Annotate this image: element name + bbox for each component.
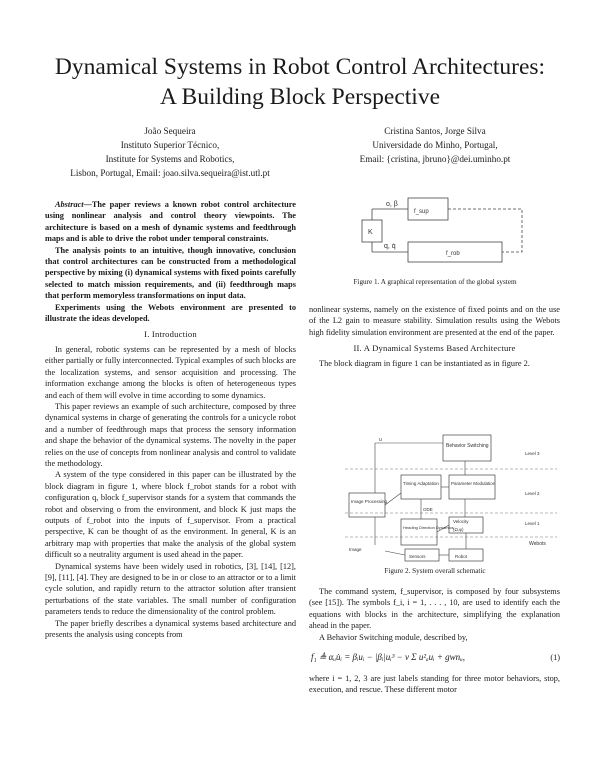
paper-title-line-2: A Building Block Perspective <box>159 84 440 110</box>
body-paragraph: The block diagram in figure 1 can be ins… <box>319 358 530 368</box>
body-paragraph: The paper briefly describes a dynamical … <box>45 618 296 640</box>
fig2-label-level1: Level 1 <box>525 521 540 526</box>
fig1-label-q: q, q̇ <box>384 243 396 250</box>
figure-1-diagram: o, β f_sup K q, q̇ f_rob <box>361 197 523 263</box>
image-processing-block <box>348 492 386 518</box>
right-column-lower: The command system, f_supervisor, is com… <box>309 586 560 696</box>
body-paragraph: nonlinear systems, namely on the existen… <box>309 305 560 337</box>
author-contact: Lisbon, Portugal, Email: joao.silva.sequ… <box>70 168 270 178</box>
body-paragraph: Dynamical systems have been widely used … <box>45 561 296 617</box>
fig1-label-k: K <box>368 229 373 236</box>
author-name: João Sequeira <box>144 126 196 136</box>
figure-2-diagram: u Behavior Switching Level 3 Timing Adap… <box>345 434 557 562</box>
fig2-label-omega-phi: (Ω,φ) <box>453 527 464 532</box>
fig2-label-level3: Level 3 <box>525 451 540 456</box>
fig2-label-webots: Webots <box>529 541 546 547</box>
fig2-label-robot: Robot <box>455 554 468 559</box>
body-paragraph: A Behavior Switching module, described b… <box>319 632 468 642</box>
right-column: nonlinear systems, namely on the existen… <box>309 304 560 369</box>
author-block-left: João Sequeira Instituto Superior Técnico… <box>40 124 300 180</box>
figure-2-caption: Figure 2. System overall schematic <box>384 567 486 575</box>
fig2-label-u: u <box>379 437 382 443</box>
fig1-label-rob: f_rob <box>446 251 460 257</box>
section-heading: II. A Dynamical Systems Based Architectu… <box>353 343 516 354</box>
figure-1-caption: Figure 1. A graphical representation of … <box>353 278 517 286</box>
abstract-paragraph: Experiments using the Webots environment… <box>45 302 296 324</box>
parameter-modulation-block <box>448 474 496 500</box>
fig2-label-heading: Heading Direction Dynamics <box>403 525 453 530</box>
body-paragraph: where i = 1, 2, 3 are just labels standi… <box>309 674 560 695</box>
abstract-text: The paper reviews a known robot control … <box>45 200 296 244</box>
author-affiliation: Universidade do Minho, Portugal, <box>372 140 498 150</box>
heading-dynamics-block <box>400 518 438 546</box>
abstract-paragraph: The analysis points to an intuitive, tho… <box>45 245 296 301</box>
fig2-label-sensors: Sensors <box>409 554 426 559</box>
author-affiliation: Institute for Systems and Robotics, <box>105 154 235 164</box>
timing-adaptation-block <box>400 474 442 500</box>
author-name: Cristina Santos, Jorge Silva <box>384 126 486 136</box>
body-paragraph: This paper reviews an example of such ar… <box>45 401 296 468</box>
fig2-label-timing: Timing Adaptation <box>403 481 439 486</box>
equation-1-number: (1) <box>550 653 560 663</box>
fig2-label-ode: ODE <box>423 507 433 512</box>
body-paragraph: In general, robotic systems can be repre… <box>45 344 296 400</box>
left-column: Abstract—The paper reviews a known robot… <box>45 199 296 640</box>
fig2-label-behavior: Behavior Switching <box>446 443 489 449</box>
abstract-lead: Abstract— <box>55 200 92 209</box>
fig2-label-parameter: Parameter Modulation <box>451 481 496 486</box>
author-block-right: Cristina Santos, Jorge Silva Universidad… <box>300 124 570 166</box>
fig1-label-sup: f_sup <box>414 209 429 215</box>
fig2-label-image-processing: Image Processing <box>351 499 388 504</box>
behavior-switching-block <box>442 434 492 462</box>
body-paragraph: The command system, f_supervisor, is com… <box>309 587 560 631</box>
abstract-paragraph: Abstract—The paper reviews a known robot… <box>45 199 296 245</box>
section-heading: I. Introduction <box>144 329 197 340</box>
equation-1-body: f₁ ≜ αᵤu̇ᵢ = βᵢuᵢ − |βᵢ|uᵢ³ − ν Σ u²ₐuᵢ … <box>311 652 466 663</box>
author-affiliation: Instituto Superior Técnico, <box>120 140 220 150</box>
fig2-label-level2: Level 2 <box>525 491 540 496</box>
fig2-label-image: Image <box>349 547 362 552</box>
fig1-label-ob: o, β <box>386 201 398 208</box>
author-contact: Email: {cristina, jbruno}@dei.uminho.pt <box>359 154 511 164</box>
body-paragraph: A system of the type considered in this … <box>45 470 296 560</box>
equation-1: f₁ ≜ αᵤu̇ᵢ = βᵢuᵢ − |βᵢ|uᵢ³ − ν Σ u²ₐuᵢ … <box>309 647 560 669</box>
paper-title-line-1: Dynamical Systems in Robot Control Archi… <box>54 54 546 80</box>
fig2-label-velocity: Velocity <box>453 519 469 524</box>
